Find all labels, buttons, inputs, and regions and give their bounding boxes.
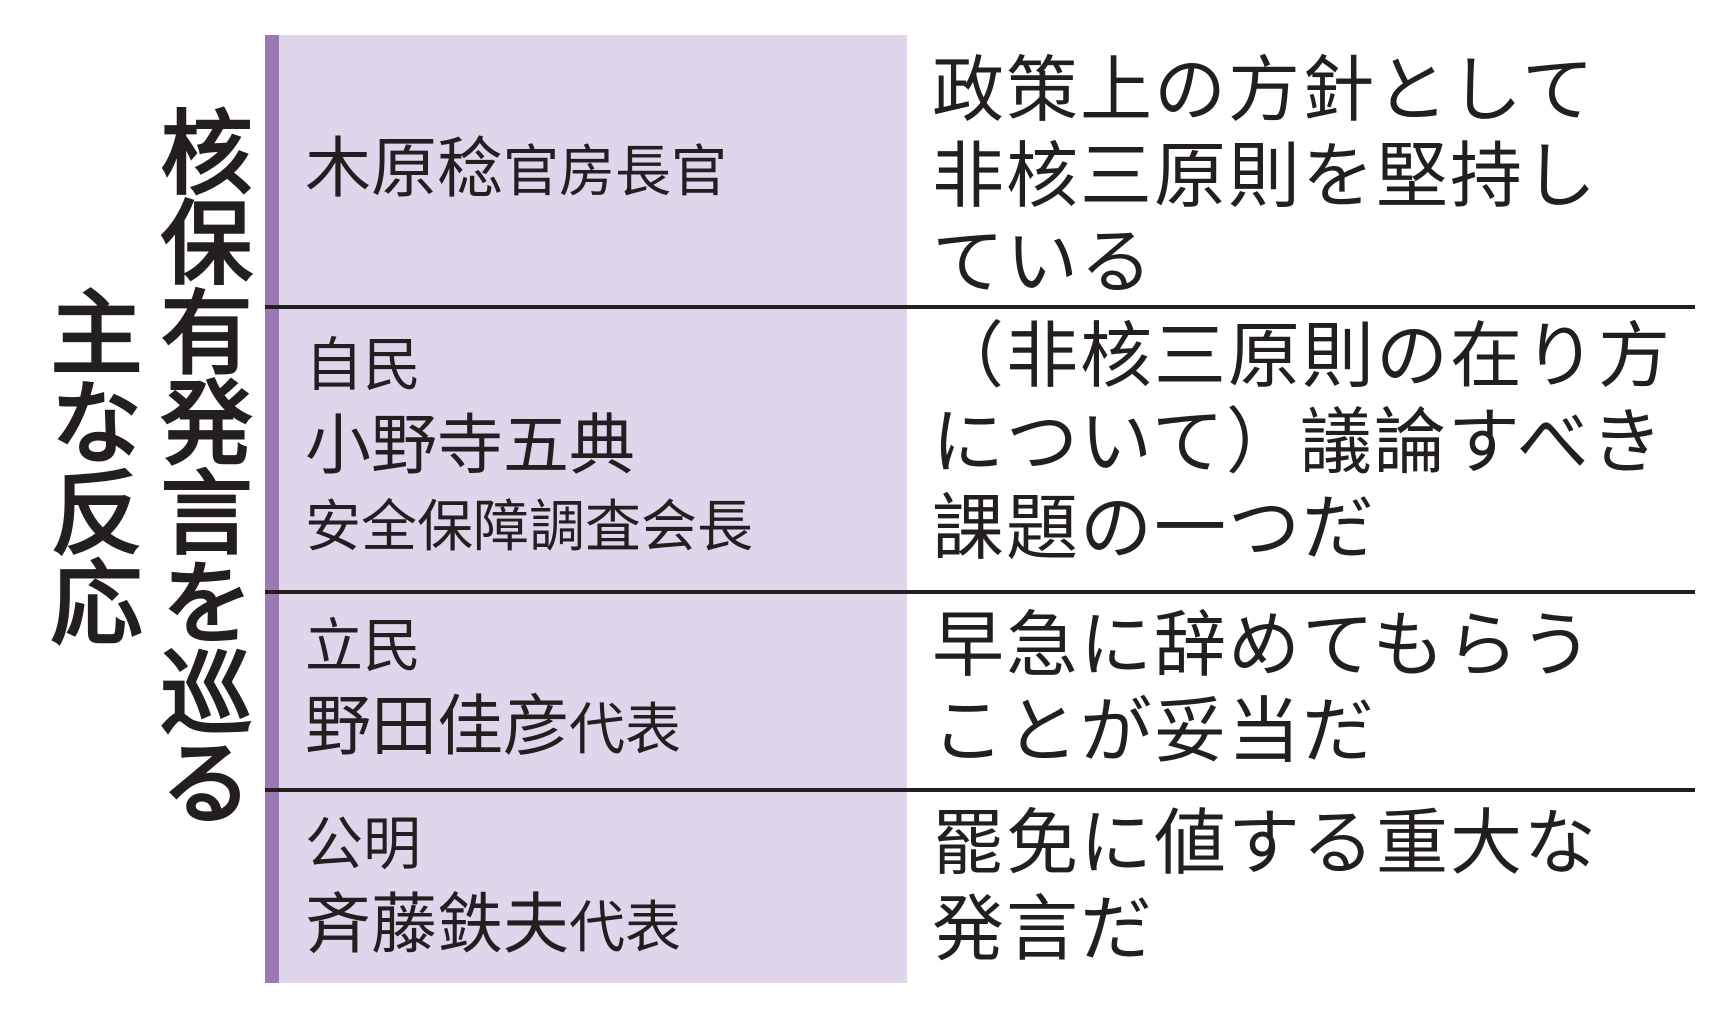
- speaker-party: 立民: [305, 612, 422, 680]
- speaker-party: 公明: [305, 810, 422, 878]
- pointer-notch: [1137, 660, 1173, 736]
- reaction-row: 木原稔官房長官 政策上の方針として 非核三原則を堅持し ている: [265, 35, 1695, 307]
- speaker-title: 代表: [569, 896, 681, 961]
- pointer-notch: [1137, 858, 1173, 934]
- chart-title: 核保有発言を巡る: [145, 105, 252, 825]
- speaker-party: 自民: [305, 331, 422, 399]
- quote-line: ことが妥当だ: [932, 689, 1377, 773]
- speaker: 立民 野田佳彦代表: [305, 608, 681, 774]
- pointer-notch: [1137, 419, 1173, 495]
- accent-bar: [265, 35, 279, 983]
- chart-subtitle: 主な反応: [35, 285, 142, 645]
- speaker-title: 代表: [569, 698, 681, 763]
- quote-line: 非核三原則を堅持し: [932, 134, 1599, 218]
- speaker-name: 小野寺五典: [305, 407, 635, 484]
- quote: 罷免に値する重大な 発言だ: [932, 800, 1692, 972]
- speaker-name: 木原稔: [305, 130, 503, 207]
- quote-line: 政策上の方針として: [932, 48, 1596, 132]
- quote-line: 早急に辞めてもらう: [932, 603, 1595, 687]
- quote-line: 発言だ: [932, 887, 1155, 971]
- speaker: 公明 斉藤鉄夫代表: [305, 806, 681, 972]
- speaker-panel: [279, 35, 907, 983]
- speaker: 自民 小野寺五典 安全保障調査会長: [305, 327, 753, 567]
- speaker-title: 安全保障調査会長: [305, 495, 753, 560]
- quote-line: （非核三原則の在り方: [932, 314, 1673, 398]
- quote: 政策上の方針として 非核三原則を堅持し ている: [932, 47, 1692, 305]
- row-divider: [265, 305, 1695, 309]
- quote-line: 課題の一つだ: [932, 486, 1377, 570]
- quote-line: ている: [932, 220, 1155, 304]
- speaker: 木原稔官房長官: [305, 133, 727, 209]
- speaker-title: 官房長官: [503, 140, 727, 205]
- quote-line: 罷免に値する重大な: [932, 801, 1599, 885]
- row-divider: [265, 590, 1695, 594]
- row-divider: [265, 788, 1695, 792]
- quote: （非核三原則の在り方 について）議論すべき 課題の一つだ: [932, 313, 1692, 571]
- speaker-name: 野田佳彦: [305, 688, 569, 765]
- reaction-row: 立民 野田佳彦代表 早急に辞めてもらう ことが妥当だ: [265, 594, 1695, 790]
- reaction-row: 公明 斉藤鉄夫代表 罷免に値する重大な 発言だ: [265, 792, 1695, 983]
- speaker-name: 斉藤鉄夫: [305, 886, 569, 963]
- quote: 早急に辞めてもらう ことが妥当だ: [932, 602, 1692, 774]
- reaction-row: 自民 小野寺五典 安全保障調査会長 （非核三原則の在り方 について）議論すべき …: [265, 309, 1695, 592]
- pointer-notch: [1137, 133, 1173, 209]
- quote-line: について）議論すべき: [932, 400, 1665, 484]
